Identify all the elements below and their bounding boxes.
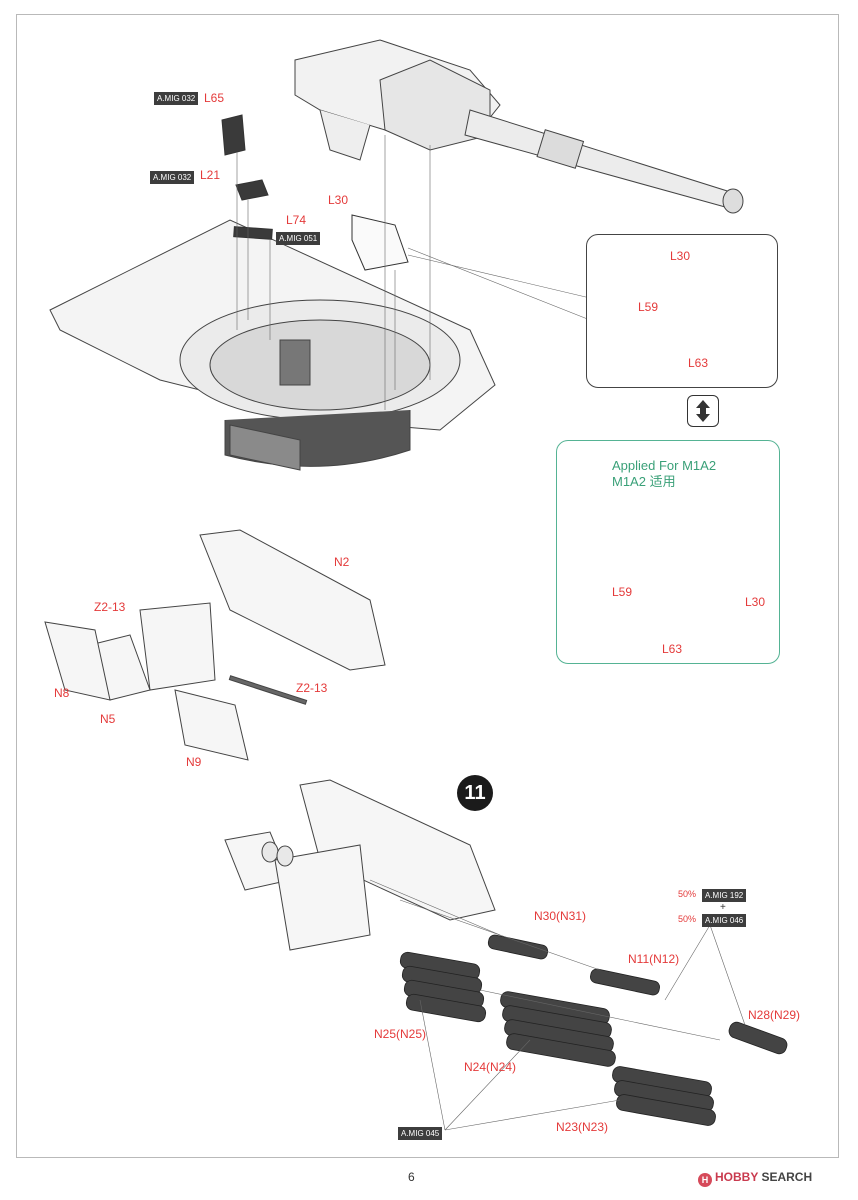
label-l21: L21 [200, 168, 221, 182]
ammo-rack-drawing [44, 529, 386, 761]
paint-tag-l74: A.MIG 051 [276, 232, 321, 245]
step11-rack-drawing [224, 779, 496, 951]
m1a2-label-l63: L63 [662, 642, 683, 656]
m1a2-note-line2: M1A2 适用 [612, 474, 676, 489]
label-z2-13-b: Z2-13 [296, 681, 328, 695]
m1a2-label-l30: L30 [745, 595, 766, 609]
watermark-logo: H [698, 1173, 712, 1187]
detail-label-l63: L63 [688, 356, 709, 370]
mix-plus: + [720, 902, 726, 913]
label-n5: N5 [100, 712, 116, 726]
watermark-hobby: HOBBY [715, 1170, 759, 1184]
detail-label-l59: L59 [638, 300, 659, 314]
m1a2-note-line1: Applied For M1A2 [612, 458, 717, 473]
page-frame [16, 14, 839, 1158]
label-n25-n25: N25(N25) [374, 1027, 427, 1041]
shell-groups [399, 934, 788, 1126]
label-n23-n23: N23(N23) [556, 1120, 609, 1134]
page-number: 6 [408, 1170, 415, 1184]
detail-callout-box [586, 234, 778, 388]
label-z2-13-a: Z2-13 [94, 600, 126, 614]
paint-tag-l21: A.MIG 032 [150, 171, 195, 184]
paint-tag-mig045: A.MIG 045 [398, 1127, 443, 1140]
label-l30: L30 [328, 193, 349, 207]
label-l74: L74 [286, 213, 307, 227]
label-n2: N2 [334, 555, 350, 569]
label-n28-n29: N28(N29) [748, 1008, 801, 1022]
turret-gun-drawing [294, 39, 744, 214]
detail-label-l30: L30 [670, 249, 691, 263]
m1a2-note: Applied For M1A2 M1A2 适用 [612, 458, 716, 490]
label-n30-n31: N30(N31) [534, 909, 587, 923]
step-number-badge: 11 [457, 775, 493, 811]
label-n24-n24: N24(N24) [464, 1060, 517, 1074]
label-l65: L65 [204, 91, 225, 105]
mix-percent-a: 50% [678, 889, 697, 899]
paint-tag-mig046: A.MIG 046 [702, 914, 747, 927]
label-n11-n12: N11(N12) [628, 952, 680, 966]
turret-basket-drawing [49, 219, 496, 471]
label-n8: N8 [54, 686, 70, 700]
m1a2-note-box [556, 440, 780, 664]
paint-tag-mig192: A.MIG 192 [702, 889, 747, 902]
mix-percent-b: 50% [678, 914, 697, 924]
swap-arrows-icon [687, 395, 719, 427]
paint-tag-l65: A.MIG 032 [154, 92, 199, 105]
m1a2-label-l59: L59 [612, 585, 633, 599]
label-n9: N9 [186, 755, 202, 769]
watermark-search: SEARCH [758, 1170, 813, 1184]
small-parts [221, 114, 409, 271]
